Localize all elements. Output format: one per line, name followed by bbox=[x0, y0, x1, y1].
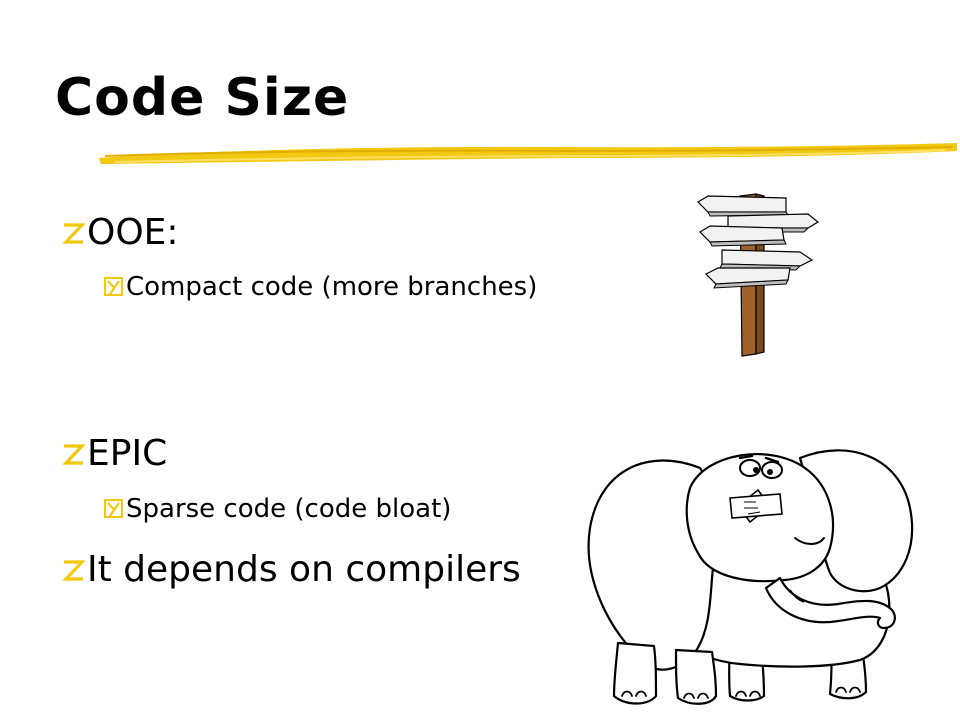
y-checkbox-bullet-icon bbox=[104, 277, 123, 296]
bullet-text: It depends on compilers bbox=[87, 549, 521, 590]
y-checkbox-bullet-icon bbox=[104, 499, 123, 518]
z-bullet-icon bbox=[62, 560, 85, 581]
bullet-text: Sparse code (code bloat) bbox=[126, 494, 452, 524]
signpost-icon bbox=[697, 193, 820, 357]
z-bullet-icon bbox=[62, 444, 85, 465]
z-bullet-icon bbox=[62, 223, 85, 244]
sub-bullet-compact-code: Compact code (more branches) bbox=[104, 274, 537, 300]
slide-title: Code Size bbox=[55, 68, 350, 128]
bullet-text: OOE: bbox=[87, 212, 179, 253]
bullet-ooe: OOE: bbox=[62, 215, 179, 251]
bullet-epic: EPIC bbox=[62, 436, 167, 472]
bullet-depends-on-compilers: It depends on compilers bbox=[62, 552, 521, 588]
sub-bullet-sparse-code: Sparse code (code bloat) bbox=[104, 496, 451, 522]
bullet-text: Compact code (more branches) bbox=[126, 272, 538, 302]
bullet-text: EPIC bbox=[87, 433, 168, 474]
title-underline-brushstroke bbox=[99, 143, 957, 164]
elephant-cartoon-icon bbox=[587, 449, 914, 705]
